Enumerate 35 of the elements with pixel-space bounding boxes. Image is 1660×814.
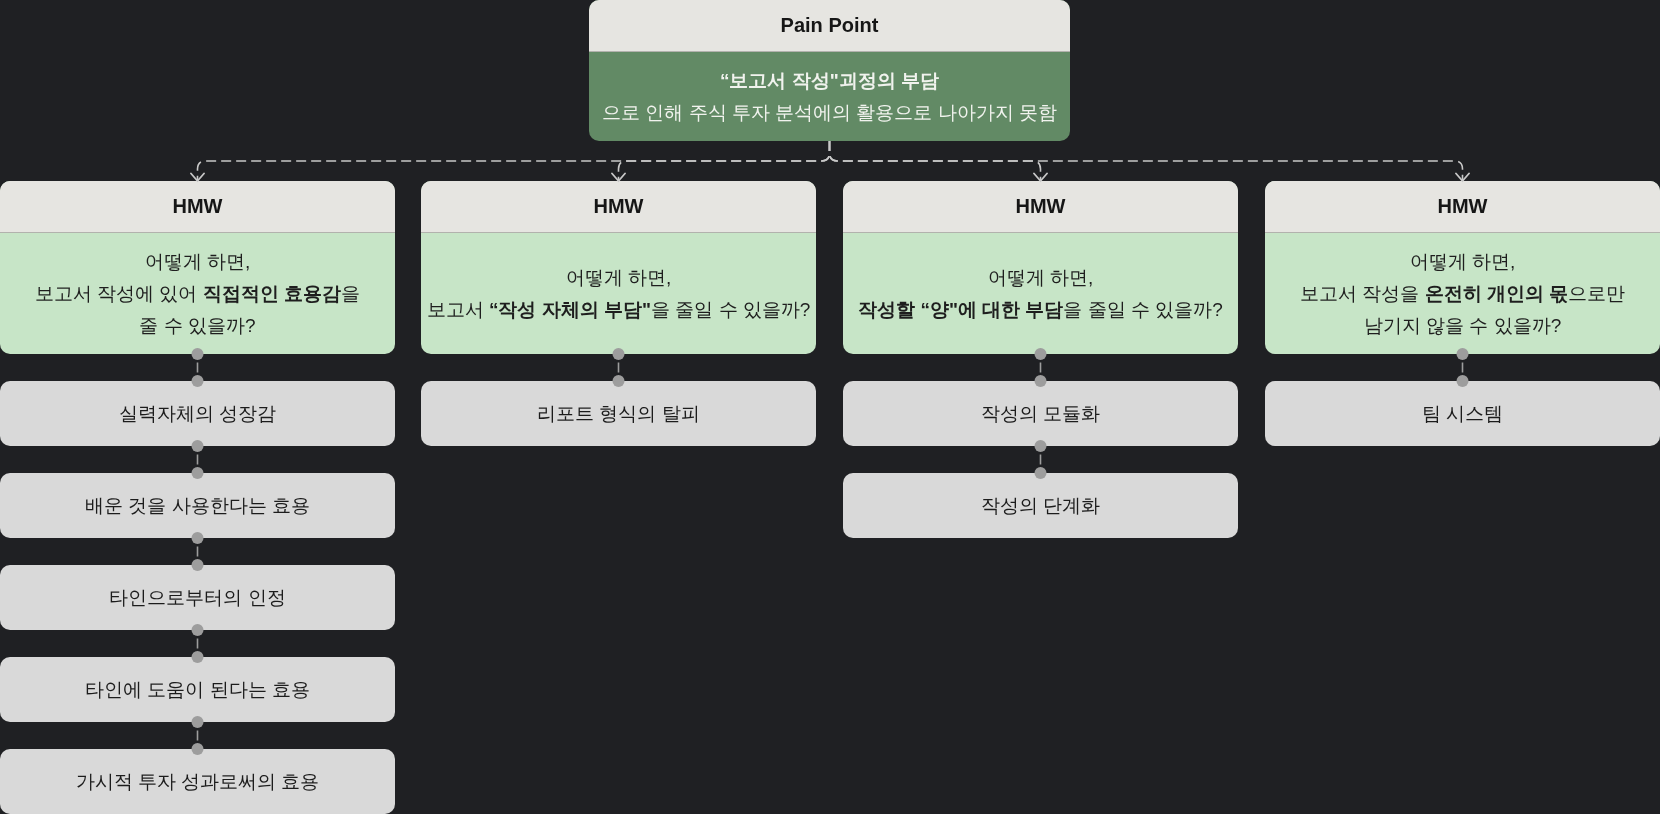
body-text: 으로 인해 주식 투자 분석에의 활용으로 나아가지 못함 [602,101,1057,125]
header-band: HMW [421,181,816,233]
question-text: 어떻게 하면, 보고서 “작성 자체의 부담"을 줄일 수 있을까? [426,266,811,322]
item-box: 타인에 도움이 된다는 효용 [0,657,395,722]
item-box: 타인으로부터의 인정 [0,565,395,630]
header-band: Pain Point [589,0,1070,52]
question-text: 어떻게 하면, 보고서 작성을 온전히 개인의 몫으로만 남기지 않을 수 있을까? [1299,250,1626,338]
card [421,181,816,354]
arrow [828,140,1470,182]
connector [1034,440,1047,479]
card [1265,181,1660,354]
item-box: 실력자체의 성장감 [0,381,395,446]
connector [191,532,204,571]
item-box: 리포트 형식의 탈피 [421,381,816,446]
connector [191,716,204,755]
connector [191,624,204,663]
card [589,0,1070,141]
connector [1034,348,1047,387]
item-box: 작성의 모듈화 [843,381,1238,446]
card [843,181,1238,354]
connector [191,440,204,479]
header-band: HMW [843,181,1238,233]
item-box: 작성의 단계화 [843,473,1238,538]
question-text: 어떻게 하면, 작성할 “양"에 대한 부담을 줄일 수 있을까? [858,266,1223,322]
item-box: 가시적 투자 성과로써의 효용 [0,749,395,814]
question-text: 어떻게 하면, 보고서 작성에 있어 직접적인 효용감을 줄 수 있을까? [34,250,361,338]
connector [1456,348,1469,387]
header-band: HMW [1265,181,1660,233]
connector [191,348,204,387]
item-box: 배운 것을 사용한다는 효용 [0,473,395,538]
connector [612,348,625,387]
card [0,181,395,354]
item-box: 팀 시스템 [1265,381,1660,446]
header-band: HMW [0,181,395,233]
heading-text: “보고서 작성"괴정의 부담 [719,69,940,93]
